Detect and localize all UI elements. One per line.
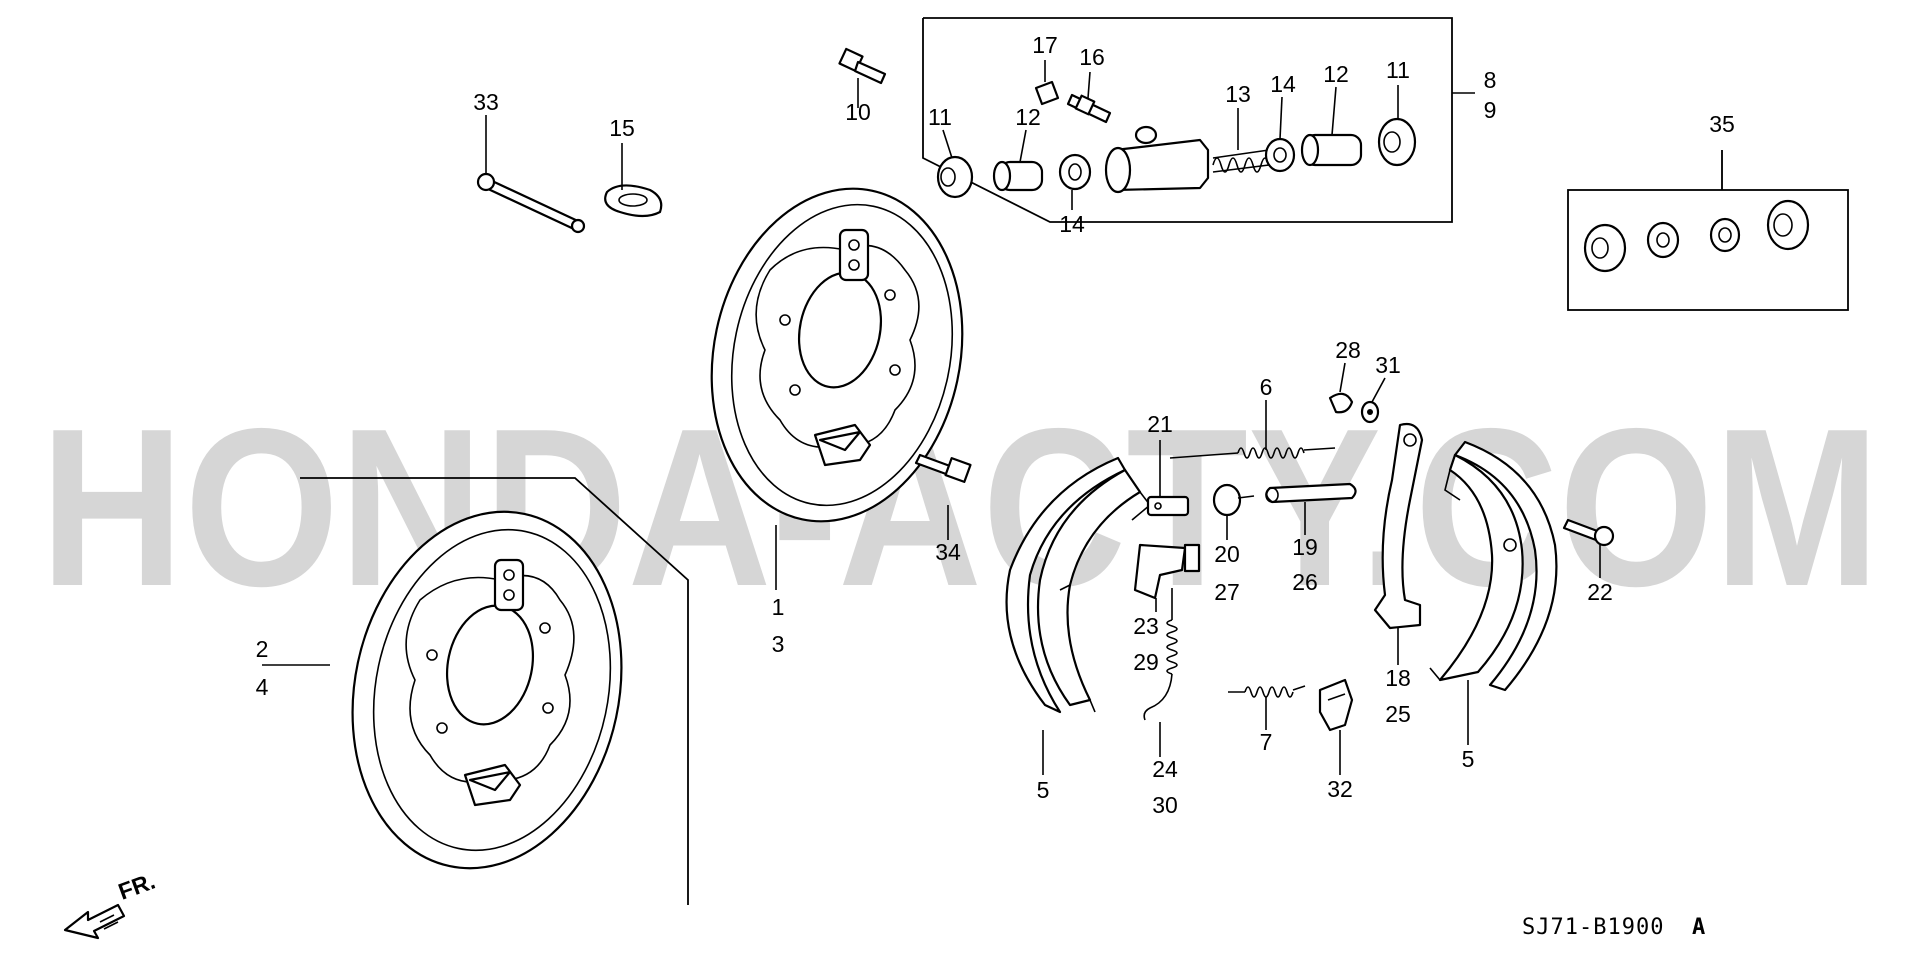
brake-shoe-left — [1005, 456, 1152, 714]
label-8: 8 — [1484, 67, 1497, 93]
label-11-left: 11 — [928, 104, 952, 130]
label-26: 26 — [1292, 569, 1318, 595]
label-2: 2 — [256, 636, 269, 662]
label-29: 29 — [1133, 649, 1159, 675]
grommet-15 — [604, 184, 663, 218]
backing-plate-lower — [351, 510, 623, 870]
label-31: 31 — [1375, 352, 1401, 378]
label-10: 10 — [845, 99, 871, 125]
label-12-right: 12 — [1323, 61, 1349, 87]
bleeder-screw — [1066, 93, 1112, 124]
label-14-bottom: 14 — [1059, 211, 1085, 237]
clip-28 — [1328, 392, 1354, 414]
label-4: 4 — [256, 674, 269, 700]
label-19: 19 — [1292, 534, 1318, 560]
adjuster-rod-19 — [1265, 482, 1357, 504]
front-direction-indicator: FR. — [63, 868, 159, 940]
cylinder-cup-right — [1377, 117, 1417, 167]
backing-plate-upper — [710, 187, 964, 523]
label-28: 28 — [1335, 337, 1361, 363]
repair-kit-parts — [1583, 199, 1810, 273]
label-15: 15 — [609, 115, 635, 141]
wheel-cylinder-kit-frame — [922, 17, 1453, 223]
label-12-left: 12 — [1015, 104, 1041, 130]
label-7: 7 — [1260, 729, 1273, 755]
brake-shoe-right — [1429, 440, 1558, 692]
repair-kit-frame — [1567, 189, 1849, 311]
cylinder-seal-left — [1058, 153, 1092, 191]
label-6: 6 — [1260, 374, 1273, 400]
label-5-left: 5 — [1037, 777, 1050, 803]
wheel-cylinder-body — [1104, 125, 1210, 194]
retainer-clip-32 — [1318, 678, 1354, 732]
part-labels: 33 15 10 17 16 11 12 14 13 14 12 11 8 9 … — [256, 32, 1735, 818]
bolt-34 — [914, 453, 972, 483]
label-18: 18 — [1385, 665, 1411, 691]
label-21: 21 — [1147, 411, 1173, 437]
label-11-right: 11 — [1386, 57, 1410, 83]
label-30: 30 — [1152, 792, 1178, 818]
spring-7 — [1228, 685, 1306, 698]
label-22: 22 — [1587, 579, 1613, 605]
label-23: 23 — [1133, 613, 1159, 639]
cylinder-piston-left — [992, 160, 1044, 192]
assembly-outline — [300, 477, 689, 905]
cylinder-seal-right — [1264, 137, 1296, 173]
diagram-code: SJ71-B1900 — [1522, 915, 1664, 940]
watermark-text: HONDA-ACTY.COM — [40, 381, 1880, 633]
adjuster-21 — [1146, 495, 1190, 517]
label-9: 9 — [1484, 97, 1497, 123]
label-1: 1 — [772, 594, 785, 620]
leader-lines — [262, 60, 1723, 775]
adjuster-nut-20 — [1212, 483, 1255, 517]
label-3: 3 — [772, 631, 785, 657]
label-25: 25 — [1385, 701, 1411, 727]
washer-31 — [1360, 400, 1380, 424]
adjuster-lever-23 — [1133, 543, 1201, 600]
cylinder-spring — [1212, 149, 1270, 173]
label-20: 20 — [1214, 541, 1240, 567]
label-16: 16 — [1079, 44, 1105, 70]
label-17: 17 — [1032, 32, 1058, 58]
adjuster-spring-24 — [1143, 588, 1178, 721]
return-spring-6 — [1169, 447, 1336, 459]
front-indicator-label: FR. — [115, 868, 159, 905]
bolt-10 — [838, 47, 887, 85]
pin-33 — [476, 172, 586, 234]
label-13: 13 — [1225, 81, 1251, 107]
label-35: 35 — [1709, 111, 1735, 137]
label-34: 34 — [935, 539, 961, 565]
label-27: 27 — [1214, 579, 1240, 605]
parking-brake-lever — [1373, 422, 1424, 630]
label-14-top: 14 — [1270, 71, 1296, 97]
cylinder-piston-right — [1300, 133, 1363, 167]
label-32: 32 — [1327, 776, 1353, 802]
diagram-code-suffix: A — [1692, 915, 1706, 940]
cylinder-cup-left — [936, 155, 974, 199]
bleeder-cap — [1034, 80, 1060, 106]
label-33: 33 — [473, 89, 499, 115]
bolt-22 — [1562, 518, 1615, 547]
label-24: 24 — [1152, 756, 1178, 782]
label-5-right: 5 — [1462, 746, 1475, 772]
